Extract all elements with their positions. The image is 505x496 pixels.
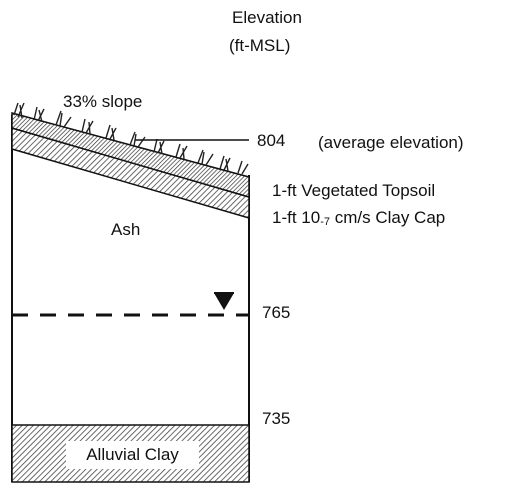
elevation-735: 735	[262, 409, 291, 428]
alluvial-clay-label: Alluvial Clay	[66, 441, 199, 469]
clay-cap-label: 1-ft 10-7 cm/s Clay Cap	[272, 209, 445, 228]
clay-cap-suffix: cm/s Clay Cap	[329, 208, 446, 227]
topsoil-layer	[11, 112, 250, 198]
header-elevation: Elevation	[232, 8, 302, 27]
clay-cap-exponent: -7	[320, 216, 330, 228]
vegetation-icon	[13, 102, 249, 175]
topsoil-label: 1-ft Vegetated Topsoil	[272, 181, 436, 200]
average-elevation-note: (average elevation)	[318, 133, 464, 152]
elevation-804: 804	[257, 131, 286, 150]
slope-label: 33% slope	[63, 92, 143, 111]
header-units: (ft-MSL)	[229, 36, 291, 55]
elevation-765: 765	[262, 303, 291, 322]
clay-cap-prefix: 1-ft 10	[272, 208, 321, 227]
water-table-marker-icon	[214, 293, 234, 310]
ash-label: Ash	[111, 220, 141, 239]
